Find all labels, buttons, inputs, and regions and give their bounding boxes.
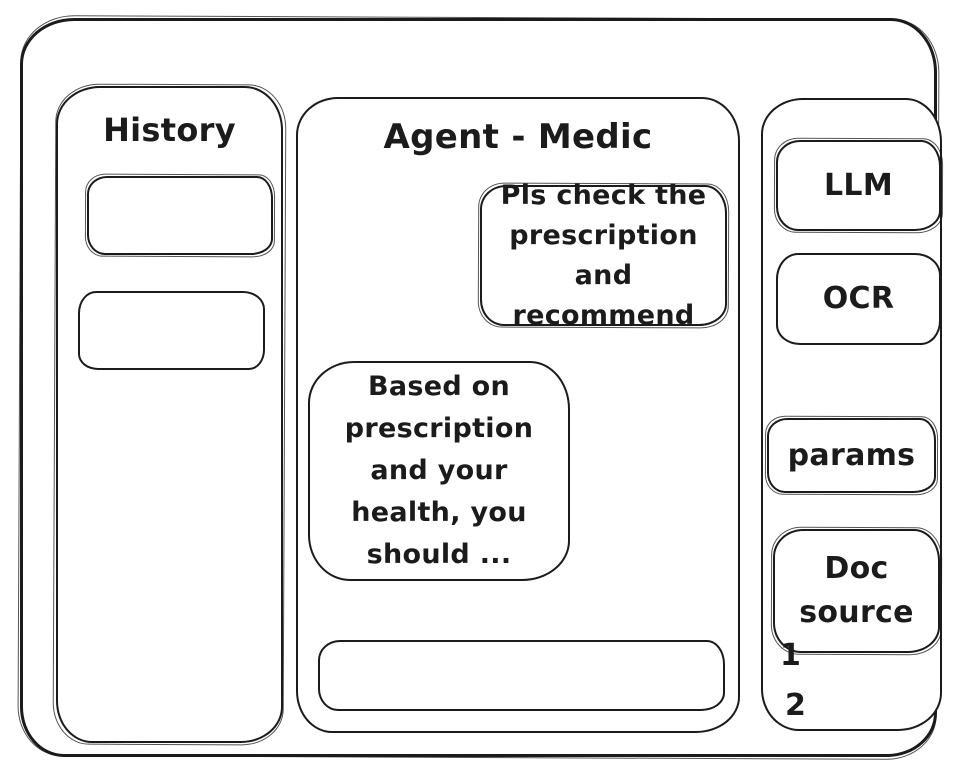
- message-input[interactable]: [318, 640, 725, 711]
- chat-panel: Agent - Medic Pls check the prescription…: [296, 97, 740, 733]
- doc-source-button[interactable]: Doc source: [773, 529, 940, 653]
- user-message-bubble: Pls check the prescription and recommend: [480, 180, 727, 331]
- llm-button[interactable]: LLM: [776, 140, 941, 231]
- ocr-button[interactable]: OCR: [776, 253, 941, 345]
- history-panel: History: [56, 86, 283, 743]
- history-item[interactable]: [87, 176, 273, 255]
- agent-message-bubble: Based on prescription and your health, y…: [308, 361, 570, 581]
- tools-panel: LLM OCR params Doc source 1 2: [761, 98, 942, 731]
- params-button[interactable]: params: [767, 418, 936, 493]
- app-window: History Agent - Medic Pls check the pres…: [20, 18, 942, 757]
- history-item[interactable]: [78, 291, 265, 370]
- chat-title: Agent - Medic: [383, 117, 653, 157]
- doc-source-list-item: 1: [780, 638, 802, 673]
- history-panel-title: History: [103, 111, 236, 149]
- doc-source-list-item: 2: [785, 688, 807, 723]
